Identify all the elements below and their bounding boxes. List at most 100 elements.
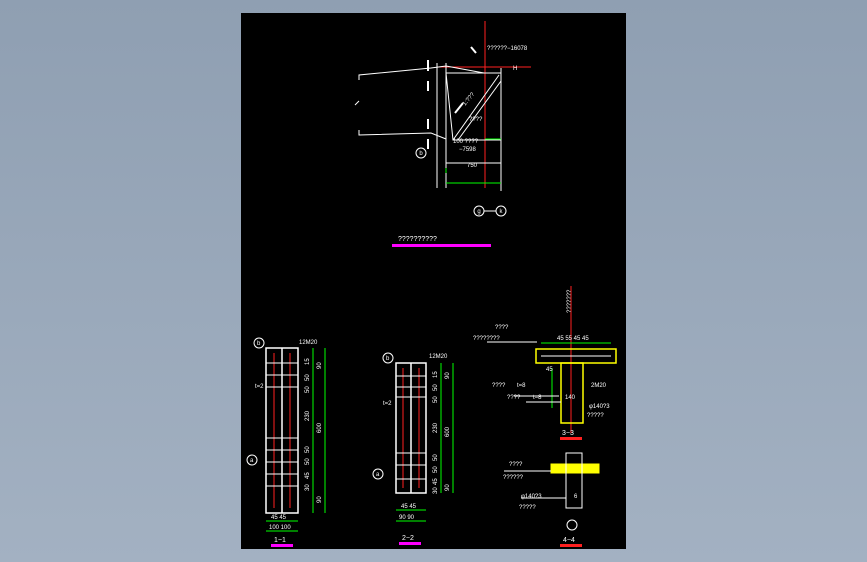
cad-drawing: ??????−16078 H 1:??? ???? 100 ???? −7598… <box>246 21 617 547</box>
section-4-pipe-label: φ140?3 <box>521 494 542 500</box>
section-3-note-4: ???? <box>507 395 521 401</box>
axis-bubble-b <box>415 147 427 159</box>
section-2-bolt-rows <box>396 375 426 480</box>
main-top-elev: ??????−16078 <box>487 46 528 52</box>
section-2-bottom-dims-2: 90 90 <box>399 515 415 521</box>
section-3-dims <box>541 342 611 408</box>
section-3-column <box>560 362 584 424</box>
section-1-dim-inner-1: 15 <box>305 358 311 365</box>
section-2-dim-inner-6: 50 <box>433 466 439 473</box>
section-1-dimensions <box>266 348 326 532</box>
section-3-elev: ??????? <box>567 289 573 313</box>
section-2-title: 2−2 <box>402 535 414 542</box>
section-2-axis-a <box>372 468 384 480</box>
main-view-title: ?????????? <box>398 236 437 243</box>
main-title-underline <box>392 244 491 247</box>
section-1-dim-outer-1: 90 <box>317 362 323 369</box>
section-4-note-2: ?????? <box>503 475 524 481</box>
section-2-view <box>372 352 454 522</box>
section-1-dim-inner-6: 50 <box>305 458 311 465</box>
section-1-axis-b-label: b <box>257 341 261 347</box>
section-2-dim-inner-1: 15 <box>433 371 439 378</box>
section-4-title-underline <box>560 544 582 547</box>
section-2-dimensions <box>396 363 454 522</box>
section-2-dim-inner-5: 50 <box>433 454 439 461</box>
axis-label-g: g <box>477 209 480 215</box>
section-3-bolt: 2M20 <box>591 383 607 389</box>
section-3-note-2: ???????? <box>473 336 500 342</box>
section-2-bottom-dims-1: 45 45 <box>401 504 417 510</box>
main-elev2: −7598 <box>459 147 477 153</box>
main-grade: 1:??? <box>462 91 477 107</box>
section-1-bolts <box>273 353 291 508</box>
section-1-bottom-dims-2: 100 100 <box>269 525 291 531</box>
diagonal-brace <box>452 74 500 141</box>
section-2-axis-b <box>382 352 394 364</box>
haunch-plate <box>445 72 502 141</box>
section-1-title-underline <box>271 544 293 547</box>
section-3-title-underline <box>560 437 582 440</box>
section-2-dim-inner-8: 30 <box>433 487 439 494</box>
diagonal-brace-2 <box>457 80 502 141</box>
section-4-pipe <box>566 519 578 531</box>
section-3-pipe-note: ????? <box>587 413 604 419</box>
main-ref-note: 100 ???? <box>453 139 479 145</box>
section-2-dim-outer-1: 90 <box>445 372 451 379</box>
section-1-dim-outer-3: 90 <box>317 496 323 503</box>
section-1-dim-inner-5: 50 <box>305 446 311 453</box>
section-4-title: 4−4 <box>563 537 575 544</box>
section-3-pipe: φ140?3 <box>589 404 610 410</box>
section-1-dim-inner-4: 230 <box>305 410 311 421</box>
section-3-top-dims: 45 55 45 45 <box>557 336 589 342</box>
section-2-dim-inner-3: 50 <box>433 396 439 403</box>
axis-label-k: k <box>500 209 504 215</box>
section-3-note-1: ???? <box>495 325 509 331</box>
section-4-view <box>504 452 600 531</box>
section-1-title: 1−1 <box>274 537 286 544</box>
section-1-dim-inner-3: 50 <box>305 386 311 393</box>
section-2-title-underline <box>399 542 421 545</box>
main-dim: 750 <box>467 163 478 169</box>
section-3-plate-1: t=8 <box>517 383 526 389</box>
drawing-sheet: ??????−16078 H 1:??? ???? 100 ???? −7598… <box>241 13 626 549</box>
section-3-title: 3−3 <box>562 430 574 437</box>
section-1-bolt-label: 12M20 <box>299 340 318 346</box>
section-3-dim-45: 45 <box>546 367 553 373</box>
axis-label-b: b <box>419 151 423 157</box>
main-view <box>354 21 531 217</box>
main-h-mark: H <box>513 66 517 72</box>
section-1-axis-b <box>253 337 265 349</box>
section-4-note-1: ???? <box>509 462 523 468</box>
beam-top-flange <box>358 65 485 80</box>
section-1-dim-outer-2: 600 <box>317 422 323 433</box>
section-1-thick-label: t=2 <box>255 384 264 390</box>
section-4-plate <box>550 463 600 474</box>
section-2-axis-b-label: b <box>386 356 390 362</box>
section-1-view <box>246 337 326 532</box>
section-2-thick-label: t=2 <box>383 401 392 407</box>
section-2-bolts <box>402 368 420 488</box>
section-1-axis-a <box>246 454 258 466</box>
section-2-dim-inner-4: 230 <box>433 422 439 433</box>
section-1-dim-inner-2: 50 <box>305 374 311 381</box>
section-2-dim-inner-2: 50 <box>433 384 439 391</box>
section-2-axis-a-label: a <box>376 472 380 478</box>
main-q-note: ???? <box>469 117 483 123</box>
section-1-axis-a-label: a <box>250 458 254 464</box>
section-1-dim-inner-7: 45 <box>305 472 311 479</box>
beam-break <box>354 100 360 106</box>
section-4-pipe-note: ????? <box>519 505 536 511</box>
bolts-main <box>427 46 477 149</box>
section-4-dim-6: 6 <box>574 494 578 500</box>
beam-bottom-flange <box>358 130 447 140</box>
section-2-dim-outer-3: 90 <box>445 484 451 491</box>
section-3-plate-2: t=8 <box>533 395 542 401</box>
section-3-dim-140: 140 <box>565 395 576 401</box>
section-3-note-3: ???? <box>492 383 506 389</box>
section-3-view <box>487 286 617 433</box>
section-1-bolt-rows <box>266 362 298 487</box>
main-dimensions <box>445 138 501 184</box>
section-2-dim-outer-2: 600 <box>445 426 451 437</box>
section-2-bolt-label: 12M20 <box>429 354 448 360</box>
section-1-dim-inner-8: 30 <box>305 484 311 491</box>
